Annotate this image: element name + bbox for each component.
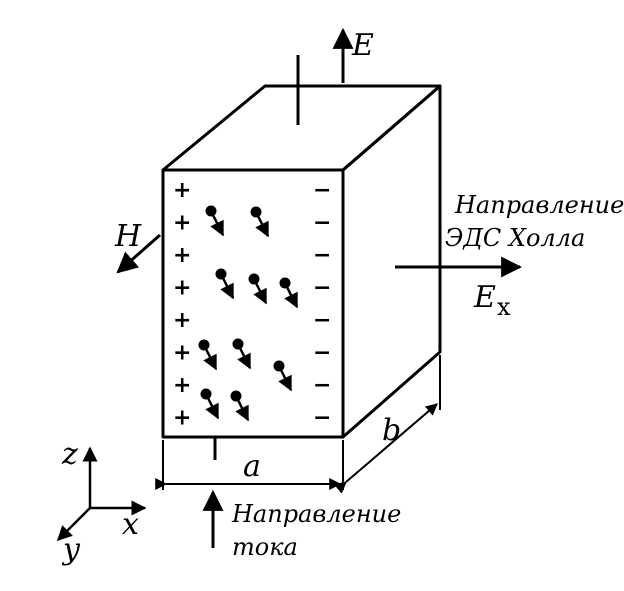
minus-sign: − <box>313 373 331 398</box>
minus-sign: − <box>313 243 331 268</box>
minus-sign: − <box>313 276 331 301</box>
carrier <box>248 273 268 305</box>
current-direction-label-line2: тока <box>232 533 298 561</box>
hall-direction-label-line2: ЭДС Холла <box>445 224 585 252</box>
svg-text:E: E <box>473 280 496 315</box>
dimension-b-label: b <box>382 413 401 448</box>
top-face <box>161 84 442 172</box>
minus-sign: − <box>313 341 331 366</box>
positive-charges: + + + + + + + + <box>173 178 191 431</box>
carrier <box>198 339 218 371</box>
negative-charges: − − − − − − − − <box>313 178 331 431</box>
side-face <box>341 84 442 439</box>
ex-label: E x <box>473 280 511 321</box>
axis-z-label: z <box>61 437 78 472</box>
carrier <box>273 360 293 392</box>
axis-y-label: y <box>61 532 81 567</box>
dimension-b-arrow <box>333 403 438 494</box>
minus-sign: − <box>313 178 331 203</box>
current-direction-label-line1: Направление <box>231 500 401 528</box>
carrier <box>230 390 250 422</box>
minus-sign: − <box>313 211 331 236</box>
plus-sign: + <box>173 243 191 268</box>
plus-sign: + <box>173 406 191 431</box>
plus-sign: + <box>173 308 191 333</box>
hall-direction-label-line1: Направление <box>454 191 624 219</box>
plus-sign: + <box>173 341 191 366</box>
h-field-arrow <box>116 233 161 274</box>
plus-sign: + <box>173 211 191 236</box>
plus-sign: + <box>173 276 191 301</box>
axis-x-label: x <box>122 507 139 542</box>
semiconductor-block <box>161 84 442 439</box>
carrier <box>232 338 252 370</box>
carrier <box>215 268 235 300</box>
carrier <box>250 206 270 238</box>
minus-sign: − <box>313 308 331 333</box>
carrier <box>279 277 299 309</box>
carrier <box>205 205 225 237</box>
carrier <box>200 388 220 420</box>
h-label: H <box>114 219 142 254</box>
e-label: E <box>351 28 374 63</box>
svg-text:x: x <box>497 293 511 321</box>
charge-carriers <box>198 205 299 422</box>
plus-sign: + <box>173 373 191 398</box>
coordinate-axes: z x y <box>56 437 147 567</box>
dimension-a-label: a <box>243 449 261 484</box>
minus-sign: − <box>313 406 331 431</box>
plus-sign: + <box>173 178 191 203</box>
y-axis <box>56 507 91 542</box>
